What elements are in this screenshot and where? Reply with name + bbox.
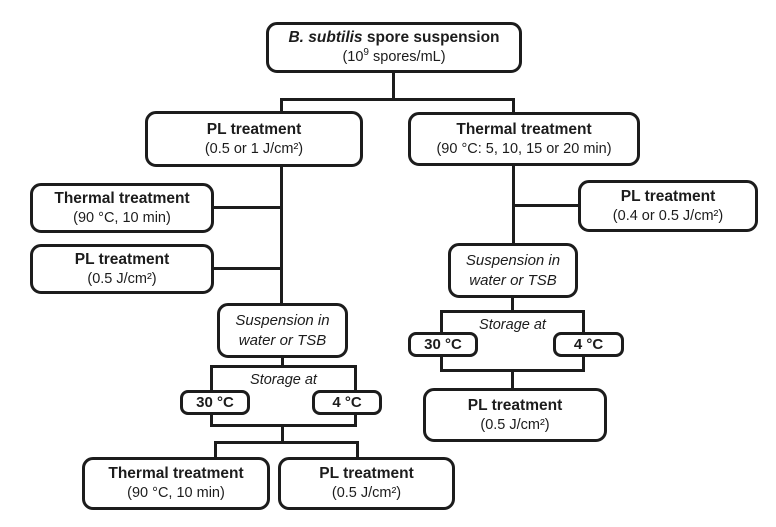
node-spore-suspension: B. subtilis spore suspension (109 spores… [266,22,522,73]
node-subtitle: (0.4 or 0.5 J/cm²) [612,207,724,224]
species-name: B. subtilis [288,29,363,46]
superscript-9: 9 [363,47,369,59]
connector-bottom-pl-stub [356,441,359,459]
connector-bottom-thermal-stub [214,441,217,459]
node-subtitle: (0.5 J/cm²) [87,270,157,287]
node-title: Thermal treatment [456,120,592,138]
node-line2: water or TSB [238,331,327,349]
node-pl-treatment-final-right: PL treatment (0.5 J/cm²) [423,388,607,442]
connector-right-storage-down [511,370,514,390]
node-storage-right-30c: 30 °C [408,332,478,357]
node-suspension-right: Suspension in water or TSB [448,243,578,298]
temp-label: 30 °C [196,394,234,411]
storage-label: Storage at [250,372,317,388]
node-title: Thermal treatment [108,465,244,482]
connector-bottom-branch-horizontal [214,441,359,444]
connector-left-thermal-to-trunk [212,206,282,209]
connector-right-branch-stub [512,98,515,115]
node-subtitle: (90 °C, 10 min) [127,485,225,502]
node-thermal-treatment-right: Thermal treatment (90 °C: 5, 10, 15 or 2… [408,112,640,166]
node-pl-treatment-side-right: PL treatment (0.4 or 0.5 J/cm²) [578,180,758,232]
node-title: PL treatment [620,187,716,205]
node-title: B. subtilis spore suspension [288,28,499,48]
node-storage-right-4c: 4 °C [553,332,624,357]
node-line1: Suspension in [465,252,561,269]
node-pl-treatment-left: PL treatment (0.5 or 1 J/cm²) [145,111,363,167]
node-subtitle: (0.5 J/cm²) [480,416,550,433]
node-title: PL treatment [467,396,563,414]
connector-left-storage-down [281,426,284,444]
temp-label: 4 °C [332,394,362,411]
node-subtitle: (0.5 J/cm²) [331,485,402,502]
node-title-rest: spore suspension [362,29,500,46]
node-title: PL treatment [206,120,302,138]
node-pl-treatment-side-left: PL treatment (0.5 J/cm²) [30,244,214,294]
connector-root-down [392,73,395,100]
connector-top-branch-horizontal [280,98,515,101]
node-subtitle: (90 °C, 10 min) [73,209,171,226]
node-line1: Suspension in [235,312,330,329]
node-line2: water or TSB [469,271,557,289]
node-subtitle: (90 °C: 5, 10, 15 or 20 min) [436,140,612,157]
connector-left-branch-stub [280,98,283,113]
node-subtitle: (0.5 or 1 J/cm²) [204,140,304,157]
node-thermal-treatment-side: Thermal treatment (90 °C, 10 min) [30,183,214,233]
temp-label: 30 °C [424,336,462,353]
storage-label: Storage at [479,317,546,333]
connector-left-pl-to-trunk [212,267,282,270]
node-subtitle: (109 spores/mL) [342,47,446,66]
connector-left-suspension-to-storage [281,356,284,367]
connector-right-pl-to-trunk [513,204,579,207]
node-pl-treatment-bottom: PL treatment (0.5 J/cm²) [278,457,455,510]
temp-label: 4 °C [573,336,604,353]
node-storage-left-30c: 30 °C [180,390,250,415]
node-suspension-left: Suspension in water or TSB [217,303,348,358]
connector-left-trunk [280,165,283,305]
node-title: Thermal treatment [54,189,190,207]
node-title: PL treatment [74,250,170,268]
node-title: PL treatment [319,465,414,482]
connector-right-suspension-to-storage [511,295,514,312]
node-storage-left-4c: 4 °C [312,390,382,415]
node-thermal-treatment-bottom: Thermal treatment (90 °C, 10 min) [82,457,270,510]
